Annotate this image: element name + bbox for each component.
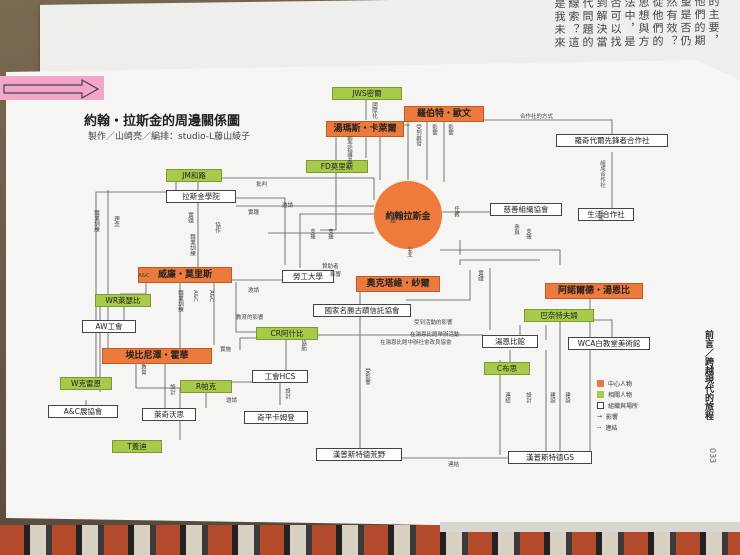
legend-item: 組織與場所 xyxy=(597,400,638,411)
edge-label: 影響 xyxy=(431,124,437,135)
edge-label: 實踐 xyxy=(389,212,395,223)
node-owen: 羅伯特・歐文 xyxy=(404,106,484,122)
edge-label: 邀請 xyxy=(226,398,238,404)
legend: 中心人物 相關人物 組織與場所 →影響 ‐‐連結 xyxy=(597,378,638,433)
edge-label: 連結 xyxy=(504,392,510,403)
arrow-icon xyxy=(3,78,100,100)
edge-label: 協助 xyxy=(300,340,306,351)
edge-label: 實踐 xyxy=(477,270,483,281)
edge-label: 設計 xyxy=(169,384,175,395)
edge-label: 實踐 xyxy=(187,212,193,223)
node-arnold-toynbee: 阿諾爾德・湯恩比 xyxy=(545,283,643,299)
edge-label: 支援 xyxy=(525,228,531,239)
node-ruskin-college: 拉斯金學院 xyxy=(166,190,236,203)
page-title: 約翰・拉斯金的周邊關係圖 xyxy=(84,114,241,129)
edge-label: 參與 xyxy=(513,224,519,235)
side-chapter-title: 前言／跨越現代的旅程 xyxy=(703,330,713,420)
node-cos: 慈善組織協會 xyxy=(490,203,562,216)
node-cr-ashbee: CR阿什比 xyxy=(256,327,318,340)
edge-label: 支援 xyxy=(327,228,333,239)
edge-label: 協作 xyxy=(214,222,220,233)
edge-label: A&C xyxy=(138,273,150,279)
edge-label: 教育 xyxy=(140,364,146,375)
node-aac-society: A&C展協會 xyxy=(48,405,118,418)
edge-label: 實踐 xyxy=(248,210,260,216)
node-chipping-campden: 奇平卡姆登 xyxy=(244,411,308,424)
edge-label: 邀請 xyxy=(248,288,260,294)
center-node-ruskin: 約翰拉斯金 xyxy=(374,181,442,249)
legend-item: 中心人物 xyxy=(597,378,638,389)
node-wr-lethaby: WR萊瑟比 xyxy=(95,294,151,307)
edge-label: 支援 xyxy=(309,228,315,239)
edge-label: 職業訓練 xyxy=(177,290,183,312)
node-toynbee-hall: 湯恩比館 xyxy=(482,335,538,348)
node-hampstead-heath: 漢普斯特德荒野 xyxy=(316,448,402,461)
edge-label: 建設 xyxy=(564,392,570,403)
node-jws-mill: JWS密爾 xyxy=(332,87,402,100)
edge-label: 公立 xyxy=(406,246,412,257)
node-barnett: 巴奈特夫婦 xyxy=(524,309,594,322)
node-workers-college: 勞工大學 xyxy=(282,270,334,283)
legend-item: →影響 xyxy=(597,413,619,421)
bottom-book-edge xyxy=(440,522,740,532)
edge-label: 理念 xyxy=(113,216,119,227)
edge-label: 組成 xyxy=(597,210,603,221)
edge-label: 國際化 xyxy=(371,102,377,119)
node-national-trust: 國家名勝古蹟信託協會 xyxy=(313,304,411,317)
node-wca: WCA白教堂美術館 xyxy=(568,337,650,350)
edge-label: 設計 xyxy=(525,392,531,403)
legend-swatch xyxy=(597,402,604,409)
legend-item: 相關人物 xyxy=(597,389,638,400)
node-w-crane: W克雷恩 xyxy=(60,377,112,390)
node-carlyle: 湯瑪斯・卡萊爾 xyxy=(326,121,404,137)
edge-label: 職業訓練 xyxy=(93,210,99,232)
node-fd-maurice: FD莫里斯 xyxy=(306,160,368,173)
edge-label: 在湯恩比館中辦社會改良協會 xyxy=(380,340,452,346)
legend-item: ‐‐連結 xyxy=(597,424,618,432)
edge-label: 合作社的方式 xyxy=(520,114,554,120)
edge-label: 組成合作社 xyxy=(599,160,605,188)
edge-label: 建設 xyxy=(549,392,555,403)
edge-label: 觀念指導者 xyxy=(346,136,352,164)
arrow-right-icon: → xyxy=(597,413,603,420)
edge-label: 職業訓練 xyxy=(189,234,195,256)
node-r-parker: R帕克 xyxy=(180,380,232,393)
legend-swatch xyxy=(597,391,604,398)
edge-label: 教育的影響 xyxy=(236,315,264,321)
edge-label: 受到活動的影響 xyxy=(414,320,453,326)
node-ebenezer-howard: 埃比尼澤・霍華 xyxy=(102,348,212,364)
edge-label: 影響 xyxy=(330,272,342,278)
node-rochdale: 羅奇代爾先鋒者合作社 xyxy=(556,134,668,147)
edge-label: 在湯恩比館舉辦活動 xyxy=(410,332,460,338)
edge-label: A&C xyxy=(208,290,214,302)
edge-label: 影響 xyxy=(447,124,453,135)
edge-label: 任教 xyxy=(453,206,459,217)
node-octavia-hill: 奧克塔維・紗爾 xyxy=(356,276,440,292)
node-guild-hcs: 工會HCS xyxy=(252,370,308,383)
node-hampstead-gs: 漢普斯特德GS xyxy=(508,451,592,464)
edge-label: 受影響 xyxy=(364,368,370,385)
node-letchworth: 萊奇沃思 xyxy=(142,408,196,421)
dash-line-icon: ‐‐ xyxy=(597,424,602,431)
node-consumer-coop: 生活合作社 xyxy=(578,208,634,221)
node-morris: 威廉・莫里斯 xyxy=(138,267,232,283)
edge-label: 設計 xyxy=(284,388,290,399)
node-c-booth: C布思 xyxy=(484,362,530,375)
node-aw-guild: AW工會 xyxy=(82,320,136,333)
page-number: 033 xyxy=(708,448,717,464)
edge-label: A&C xyxy=(192,290,198,302)
node-jm-ludlow: JM和路 xyxy=(166,169,222,182)
credit-line: 製作／山崎亮／編排：studio-L藤山綾子 xyxy=(88,132,251,142)
edge-label: 連結 xyxy=(448,462,460,468)
edge-label: 受到啟發 xyxy=(415,124,421,146)
edge-label: 實施 xyxy=(220,347,232,353)
edge-label: 批判 xyxy=(256,182,268,188)
edge-label: 邀請 xyxy=(282,203,294,209)
edge-label: 贊助者 xyxy=(322,264,339,270)
node-t-geddes: T蓋迪 xyxy=(112,440,162,453)
legend-swatch xyxy=(597,380,604,387)
